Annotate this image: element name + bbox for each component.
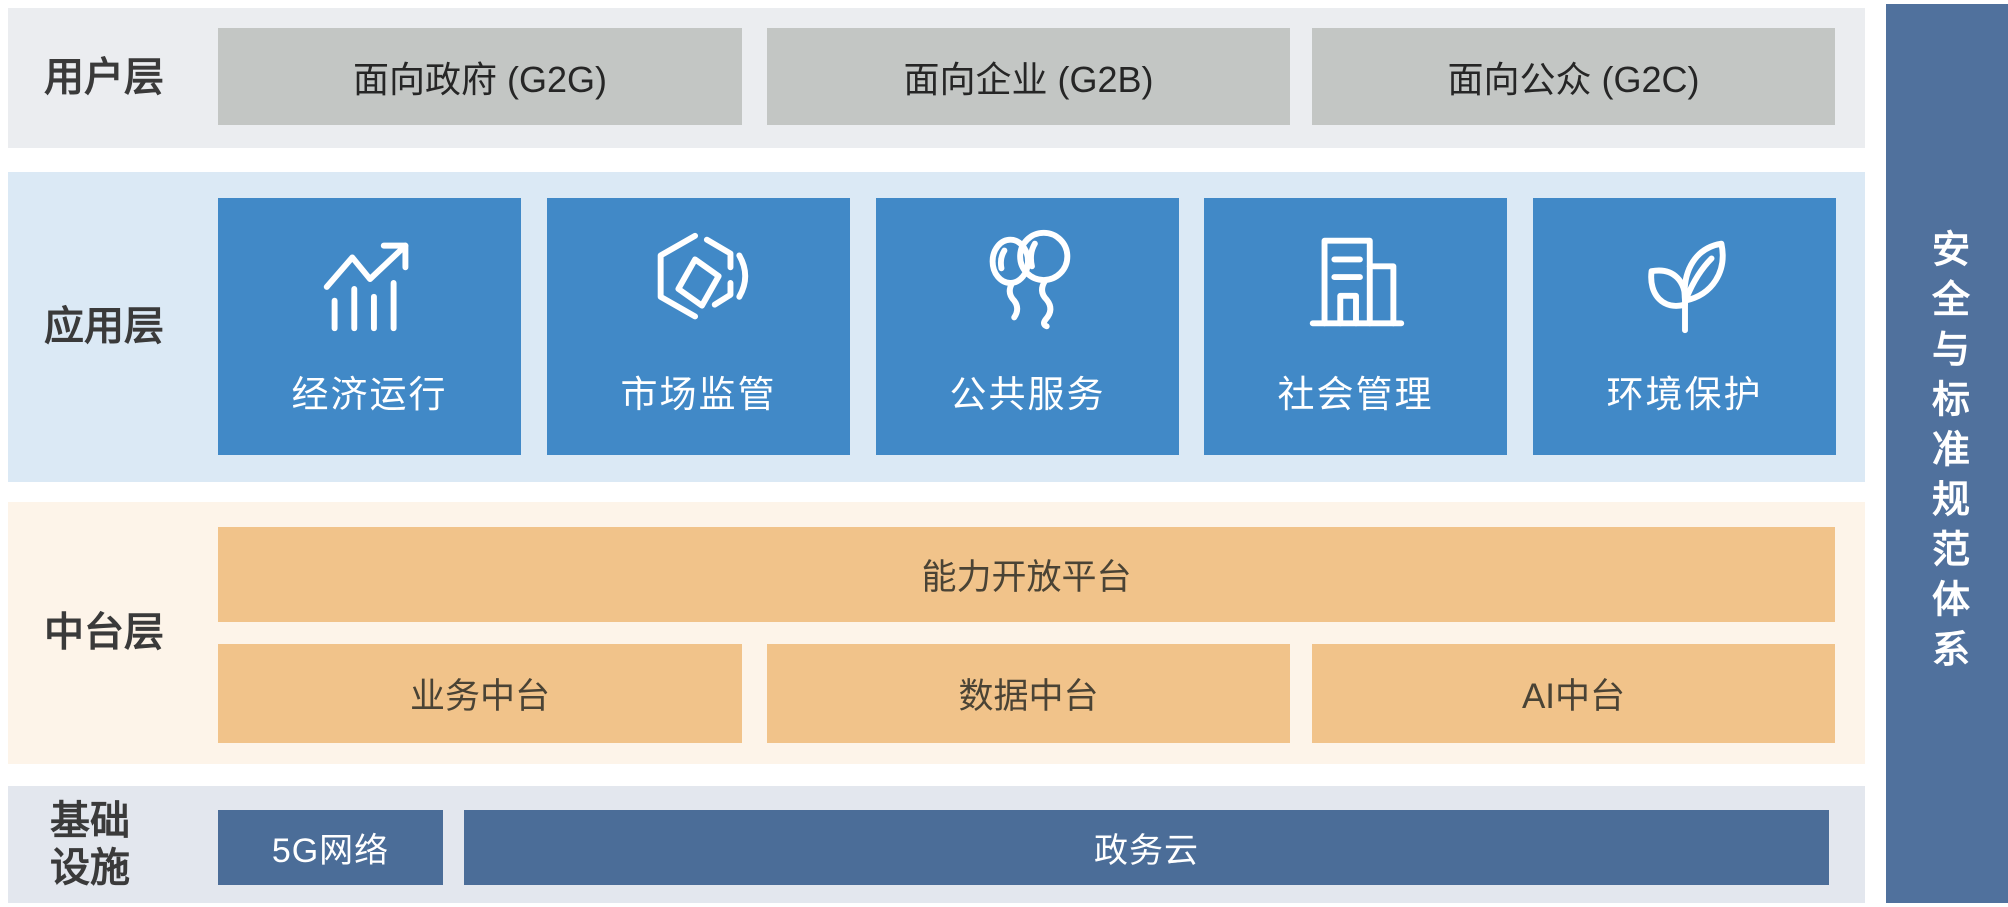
app-box-label: 公共服务 [949, 374, 1106, 415]
middle-platform-band: 中台层 能力开放平台 业务中台 数据中台 AI中台 [8, 502, 1865, 764]
user-box-g2g: 面向政府 (G2G) [218, 28, 742, 125]
app-box-economy: 经济运行 [218, 198, 521, 455]
user-box-g2b: 面向企业 (G2B) [767, 28, 1290, 125]
user-layer-band: 用户层 面向政府 (G2G) 面向企业 (G2B) 面向公众 (G2C) [8, 8, 1865, 148]
app-box-label: 经济运行 [291, 374, 448, 415]
user-box-g2c: 面向公众 (G2C) [1312, 28, 1835, 125]
trend-chart-icon [311, 224, 429, 342]
buildings-icon [1297, 224, 1415, 342]
user-layer-label: 用户层 [44, 55, 164, 100]
data-middle-platform-box: 数据中台 [767, 644, 1290, 743]
app-box-social: 社会管理 [1204, 198, 1507, 455]
app-box-market: 市场监管 [547, 198, 850, 455]
balloons-icon [969, 224, 1087, 342]
business-middle-platform-box: 业务中台 [218, 644, 742, 743]
app-box-public-service: 公共服务 [876, 198, 1179, 455]
hexagon-cube-icon [640, 224, 758, 342]
app-box-label: 市场监管 [620, 374, 777, 415]
infrastructure-band: 基础 设施 5G网络 政务云 [8, 786, 1865, 903]
capability-open-platform-box: 能力开放平台 [218, 527, 1835, 622]
application-layer-band: 应用层 经济运行 市场监管 [8, 172, 1865, 482]
app-box-label: 环境保护 [1606, 374, 1763, 415]
infrastructure-label-line2: 设施 [50, 845, 130, 890]
application-layer-label: 应用层 [44, 304, 164, 349]
security-standards-bar: 安全与标准规范体系 [1886, 4, 2008, 903]
infrastructure-label-line1: 基础 [50, 798, 130, 843]
security-standards-bar-label: 安全与标准规范体系 [1925, 228, 1968, 679]
leaves-icon [1626, 224, 1744, 342]
ai-middle-platform-box: AI中台 [1312, 644, 1835, 743]
app-box-label: 社会管理 [1277, 374, 1434, 415]
government-cloud-box: 政务云 [464, 810, 1829, 885]
5g-network-box: 5G网络 [218, 810, 443, 885]
infrastructure-label: 基础 设施 [50, 797, 130, 891]
app-box-environment: 环境保护 [1533, 198, 1836, 455]
middle-platform-label: 中台层 [44, 610, 164, 655]
